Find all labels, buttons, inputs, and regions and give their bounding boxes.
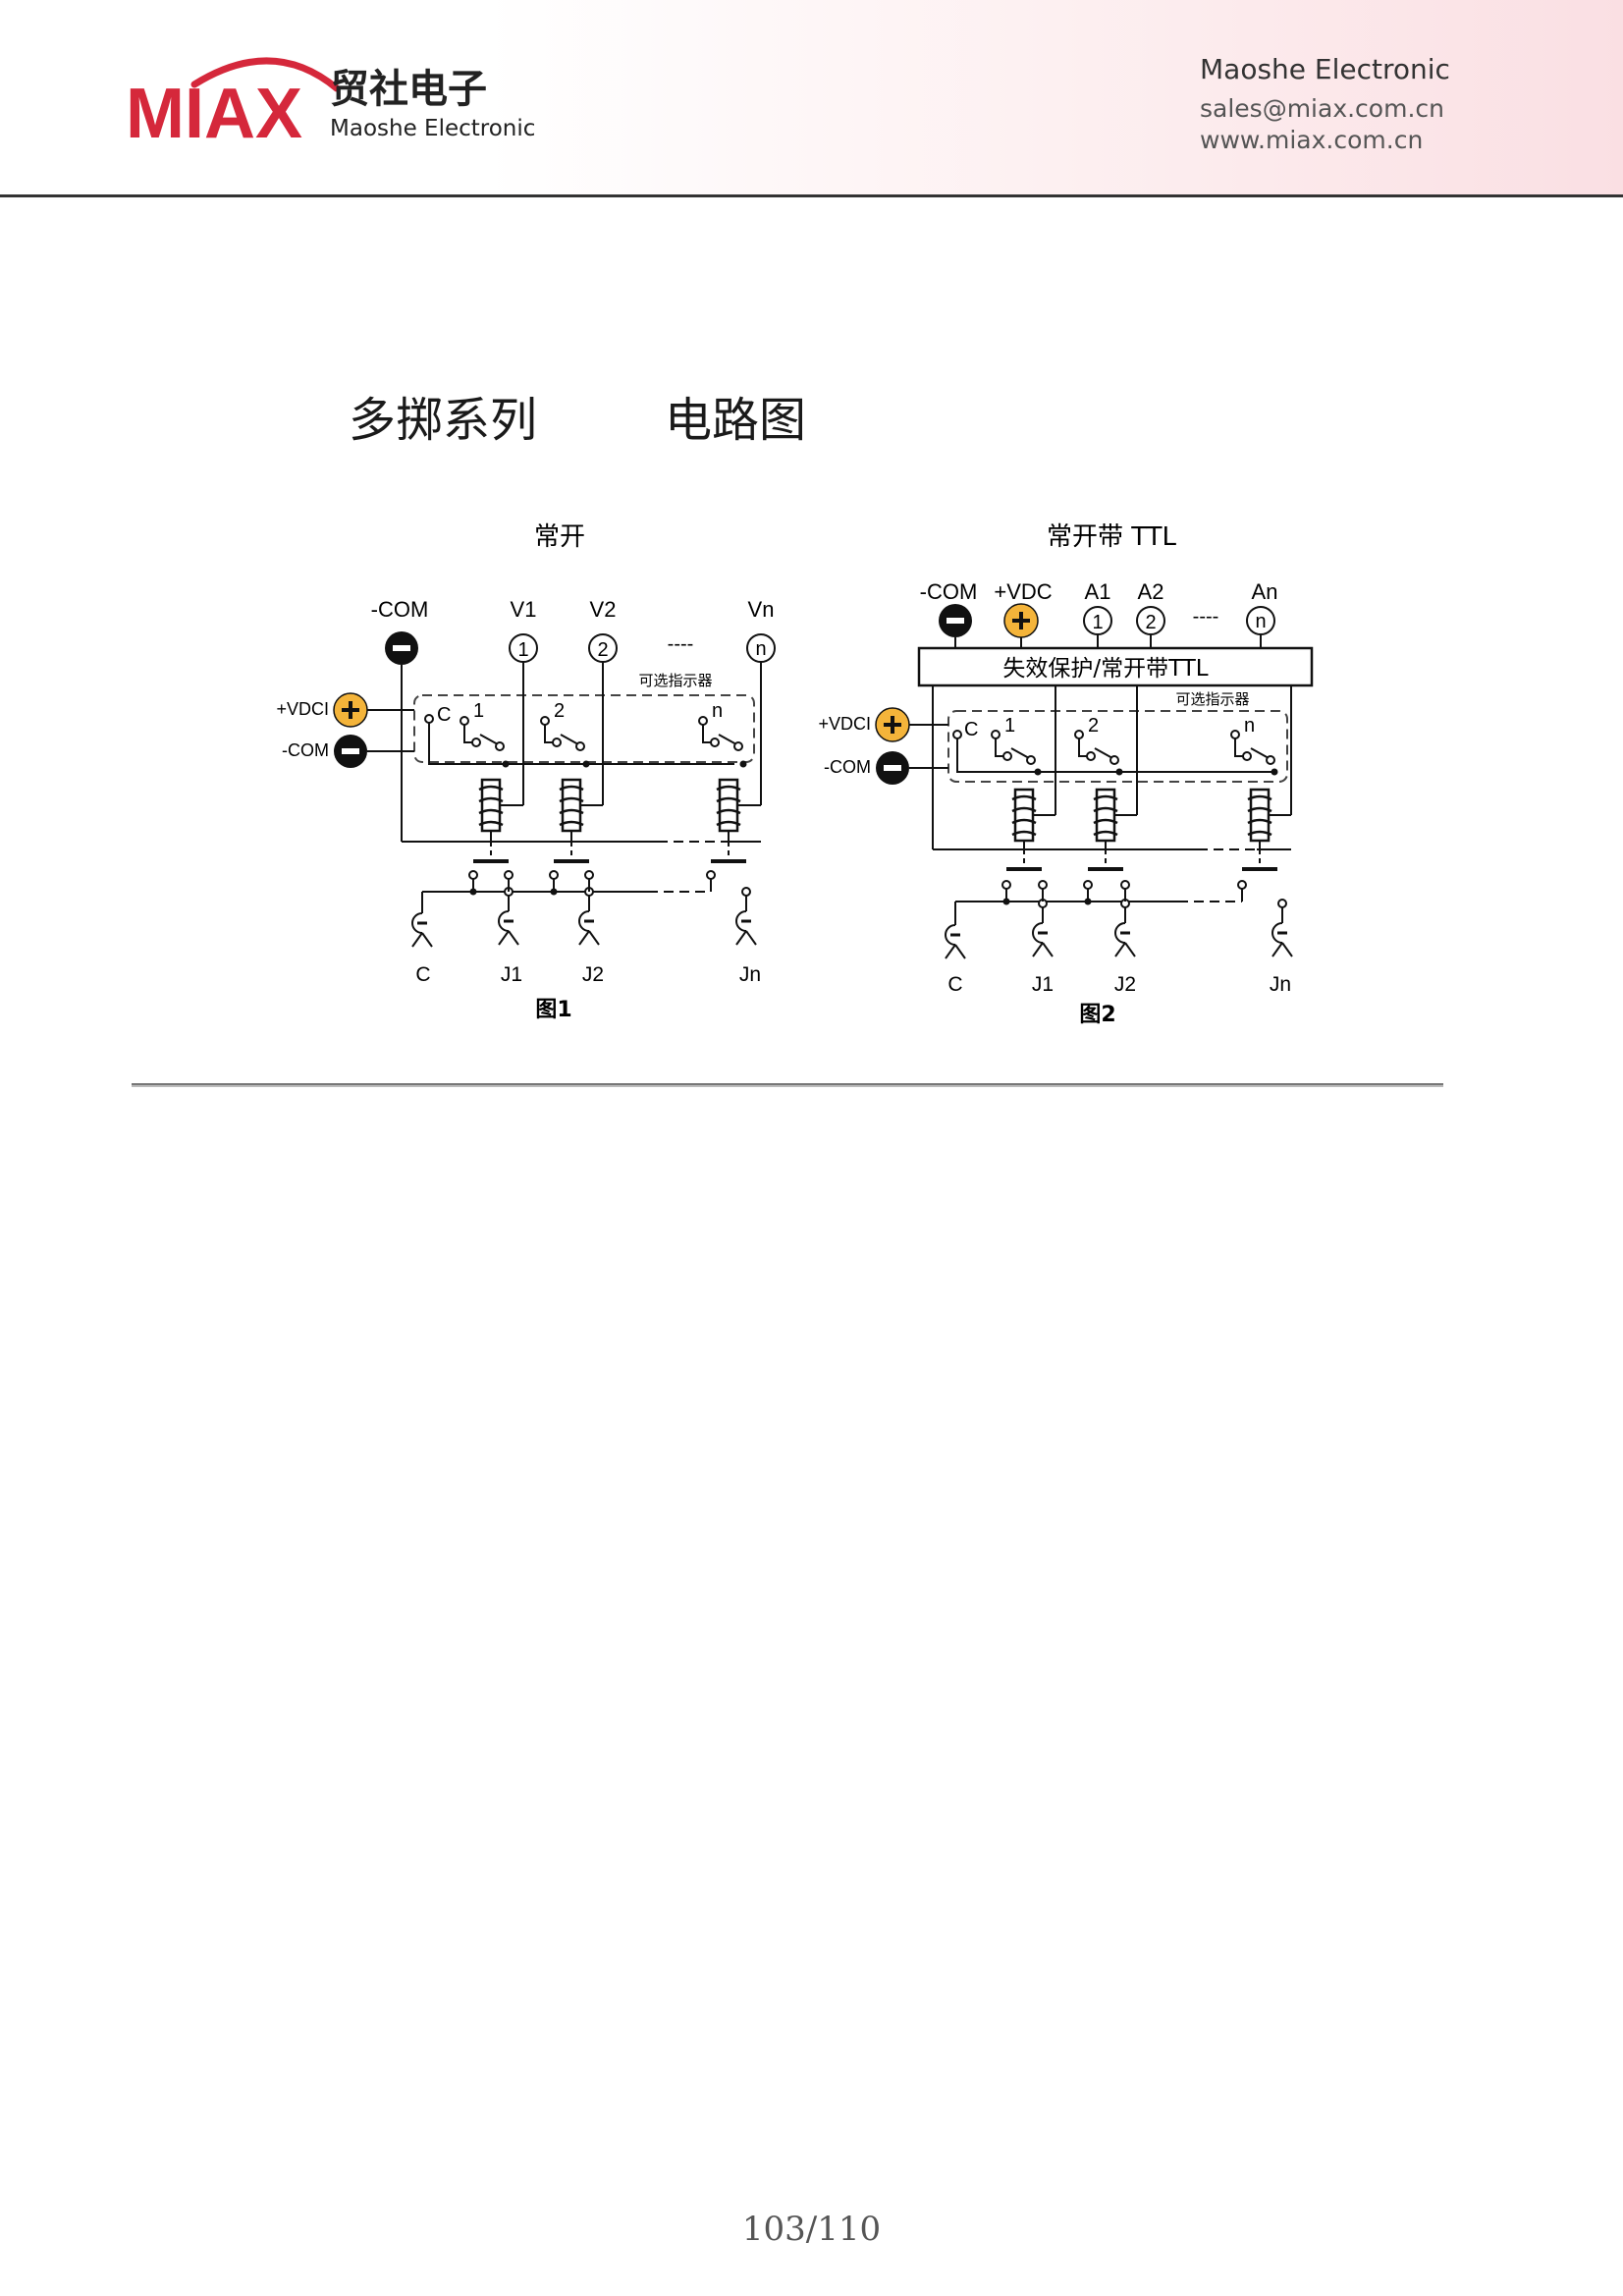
d1-sw-2: 2 [554, 700, 565, 722]
d2-out-j1: J1 [1032, 973, 1054, 996]
d2-heading: 常开带 TTL [1047, 522, 1177, 552]
d1-heading: 常开 [534, 522, 585, 552]
d1-indicator-box [413, 694, 755, 763]
d1-sw-c: C [437, 704, 451, 726]
circuit-diagrams: 常开 -COM V1 V2 Vn 1 2 n ---- 可选指示器 +VDCI … [276, 522, 1314, 1027]
d1-out-jn: Jn [739, 963, 761, 986]
d2-an-label: An [1252, 579, 1278, 604]
d1-v2-label: V2 [590, 597, 617, 622]
d2-sw-n: n [1244, 715, 1255, 737]
d1-sw-1: 1 [473, 700, 484, 722]
d2-sw-c: C [964, 719, 978, 740]
section-divider [132, 1083, 1443, 1087]
d2-a1-label: A1 [1085, 579, 1111, 604]
company-logo: MIAX 贸社电子 Maoshe Electronic [126, 57, 535, 143]
d1-caption: 图1 [535, 998, 571, 1022]
d1-vn-num: n [755, 638, 766, 660]
d2-box-text: 失效保护/常开带TTL [1002, 656, 1208, 682]
d2-vdci-label: +VDCI [818, 714, 871, 734]
d1-out-c: C [415, 963, 430, 986]
contact-website[interactable]: www.miax.com.cn [1200, 126, 1424, 154]
d2-indicator-label: 可选指示器 [1175, 690, 1249, 708]
d1-out-j1: J1 [501, 963, 522, 986]
d1-com-label: -COM [371, 597, 429, 622]
d2-failsafe-box [917, 646, 1314, 687]
page-header: MIAX 贸社电子 Maoshe Electronic Maoshe Elect… [0, 0, 1623, 197]
d1-dashes: ---- [668, 633, 694, 655]
d2-out-j2: J2 [1114, 973, 1136, 996]
company-name: Maoshe Electronic [1200, 53, 1450, 85]
d2-com2-label: -COM [824, 757, 871, 777]
d1-com2-label: -COM [282, 740, 329, 760]
d2-sw-2: 2 [1088, 715, 1099, 737]
diagram-2-normally-open-ttl: 常开带 TTL -COM +VDC A1 A2 An 1 2 n ---- 失效… [818, 522, 1314, 1027]
d2-dashes: ---- [1193, 606, 1219, 628]
page-title: 多掷系列 电路图 [349, 381, 806, 450]
d1-v1-num: 1 [517, 639, 528, 661]
d2-sw-1: 1 [1004, 715, 1015, 737]
d2-a1-num: 1 [1092, 612, 1103, 633]
logo-cn: 贸社电子 [330, 67, 487, 112]
d1-sw-n: n [712, 700, 723, 722]
d2-a2-label: A2 [1138, 579, 1164, 604]
contact-block: Maoshe Electronic sales@miax.com.cn www.… [1200, 53, 1450, 156]
d2-vdc-label: +VDC [994, 579, 1052, 604]
d1-indicator-label: 可选指示器 [638, 672, 712, 689]
d1-vdci-label: +VDCI [276, 699, 329, 719]
d1-v1-label: V1 [511, 597, 537, 622]
logo-en: Maoshe Electronic [330, 116, 535, 141]
d2-out-c: C [947, 973, 962, 996]
d2-a2-num: 2 [1145, 612, 1156, 633]
d1-v2-num: 2 [597, 639, 608, 661]
title-circuit: 电路图 [665, 393, 807, 448]
d1-out-j2: J2 [582, 963, 604, 986]
d2-an-num: n [1255, 611, 1266, 632]
d2-indicator-box [947, 710, 1288, 783]
d1-vn-label: Vn [748, 597, 775, 622]
diagram-1-normally-open: 常开 -COM V1 V2 Vn 1 2 n ---- 可选指示器 +VDCI … [276, 522, 776, 1022]
d2-com-label: -COM [920, 579, 978, 604]
logo-mark: MIAX [126, 75, 302, 143]
page-number: 103/110 [741, 2210, 882, 2249]
d2-out-jn: Jn [1270, 973, 1291, 996]
title-series: 多掷系列 [349, 393, 538, 448]
contact-email[interactable]: sales@miax.com.cn [1200, 94, 1444, 123]
d2-caption: 图2 [1079, 1003, 1115, 1027]
